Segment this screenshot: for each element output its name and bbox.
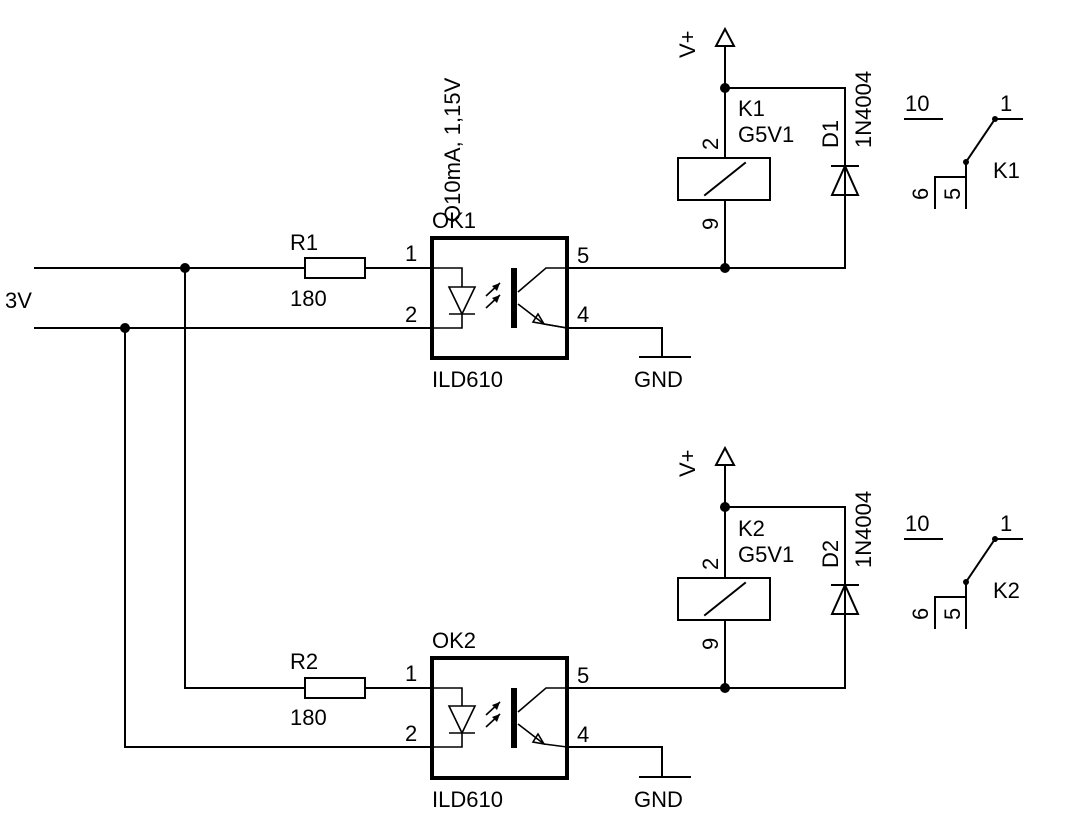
relay-coil-k2: 2 9 K2 G5V1 (677, 516, 794, 689)
resistor-value: 180 (290, 286, 327, 311)
diode-ref: D2 (818, 540, 843, 568)
pin-label: 1 (405, 241, 417, 266)
pin-label: 2 (405, 721, 417, 746)
contact-pin-label: 6 (908, 608, 933, 620)
resistor-ref: R1 (290, 230, 318, 255)
relay-part: G5V1 (738, 542, 794, 567)
contact-pin-label: 5 (940, 608, 965, 620)
optocoupler-part: ILD610 (432, 367, 503, 392)
contact-ref: K1 (993, 158, 1020, 183)
resistor-r1: R1 180 (290, 230, 433, 311)
junction-dot (720, 83, 730, 93)
optocoupler-ok1: OK1 ILD610 1 2 5 4 O10mA, 1,15V (405, 77, 589, 392)
junction-dot (720, 502, 730, 512)
input-voltage-label: 3V (5, 288, 32, 313)
pin-label: 5 (577, 663, 589, 688)
led-icon (432, 687, 501, 748)
coil-pin-label: 9 (698, 218, 723, 230)
contact-pin-label: 5 (940, 188, 965, 200)
coil-pin-label: 2 (698, 558, 723, 570)
relay-part: G5V1 (738, 122, 794, 147)
pin-label: 4 (577, 302, 589, 327)
pin-label: 5 (577, 243, 589, 268)
contact-pin-label: 6 (908, 188, 933, 200)
coil-pin-label: 2 (698, 138, 723, 150)
supply-label: V+ (675, 30, 700, 58)
diode-part: 1N4004 (851, 71, 876, 148)
relay-coil-k1: 2 9 K1 G5V1 (677, 96, 794, 269)
coil-pin-label: 9 (698, 638, 723, 650)
phototransistor-icon (511, 267, 568, 329)
relay-contact-k1: 10 1 6 5 K1 (904, 91, 1023, 209)
ground-label: GND (634, 367, 683, 392)
resistor-ref: R2 (290, 649, 318, 674)
pin-label: 4 (577, 722, 589, 747)
resistor-r2: R2 180 (124, 649, 433, 748)
input-rails: 3V (5, 263, 433, 748)
supply-vplus-1: V+ (675, 26, 846, 269)
contact-pin-label: 1 (1000, 91, 1012, 116)
pin-label: 2 (405, 302, 417, 327)
supply-label: V+ (675, 449, 700, 477)
diode-ref: D1 (818, 120, 843, 148)
relay-ref: K1 (738, 96, 765, 121)
phototransistor-icon (511, 687, 568, 748)
optocoupler-note: O10mA, 1,15V (440, 77, 465, 222)
diode-d1: D1 1N4004 (818, 71, 876, 196)
junction-dot (120, 323, 130, 333)
diode-d2: D2 1N4004 (818, 491, 876, 615)
channel-1: R1 180 OK1 ILD610 1 2 5 4 O10mA, 1,15V (290, 26, 1023, 392)
optocoupler-ref: OK2 (432, 628, 476, 653)
channel-2: R2 180 OK2 ILD610 1 2 5 4 (124, 445, 1023, 812)
ground-label: GND (634, 787, 683, 812)
optocoupler-part: ILD610 (432, 787, 503, 812)
supply-vplus-2: V+ (675, 445, 846, 689)
optocoupler-ok2: OK2 ILD610 1 2 5 4 (405, 628, 589, 812)
contact-pin-label: 10 (905, 91, 929, 116)
relay-contact-k2: 10 1 6 5 K2 (904, 511, 1023, 629)
pin-label: 1 (405, 661, 417, 686)
diode-part: 1N4004 (851, 491, 876, 568)
resistor-value: 180 (290, 705, 327, 730)
optocoupler-ref: OK1 (432, 208, 476, 233)
contact-pin-label: 10 (905, 511, 929, 536)
junction-dot (180, 263, 190, 273)
led-icon (432, 267, 501, 329)
relay-ref: K2 (738, 516, 765, 541)
contact-pin-label: 1 (1000, 511, 1012, 536)
contact-ref: K2 (993, 578, 1020, 603)
